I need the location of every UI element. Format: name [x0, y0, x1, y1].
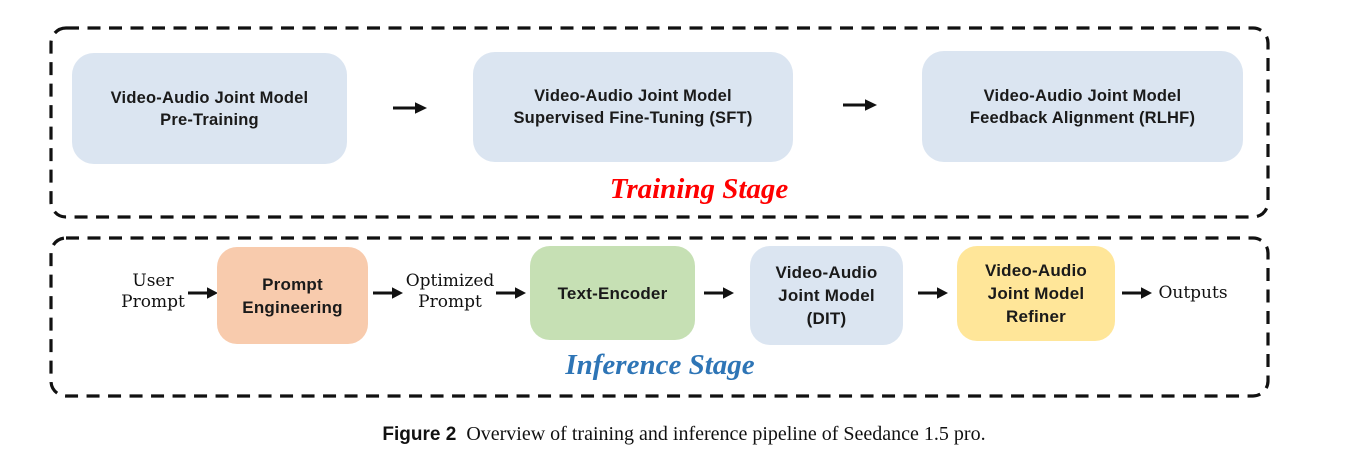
arrow-right-icon: [843, 99, 877, 111]
sft-box-label-line2: Supervised Fine-Tuning (SFT): [513, 109, 753, 127]
arrow-right-icon: [918, 287, 948, 299]
prompt-engineering-label-line2: Engineering: [242, 297, 343, 317]
figure-caption-text: Overview of training and inference pipel…: [466, 423, 986, 445]
joint-model-refiner-label-line1: Video-Audio: [985, 261, 1087, 280]
figure-caption: Figure 2 Overview of training and inferen…: [0, 423, 1368, 446]
arrow-right-icon: [188, 287, 218, 299]
arrow-right-icon: [496, 287, 526, 299]
joint-model-dit-label-line2: Joint Model: [778, 286, 875, 305]
user-prompt-line1: User: [132, 271, 174, 291]
rlhf-box-label-line2: Feedback Alignment (RLHF): [969, 108, 1196, 127]
training-stage-frame: [49, 26, 1270, 219]
outputs-label: Outputs: [1158, 283, 1228, 303]
pretraining-box-label-line1: Video-Audio Joint Model: [110, 88, 309, 107]
user-prompt-label: User Prompt: [113, 271, 193, 313]
text-encoder-box: Text-Encoder: [530, 246, 695, 340]
arrow-right-icon: [1122, 287, 1152, 299]
prompt-engineering-box: Prompt Engineering: [217, 247, 368, 344]
prompt-engineering-label-line1: Prompt: [262, 274, 323, 294]
joint-model-refiner-box: Video-Audio Joint Model Refiner: [957, 246, 1115, 341]
inference-stage-frame: [49, 236, 1270, 398]
optimized-prompt-line1: Optimized: [405, 271, 495, 291]
inference-stage-label: Inference Stage: [565, 349, 755, 381]
figure-caption-tag: Figure 2: [382, 424, 457, 445]
pretraining-box: Video-Audio Joint Model Pre-Training: [72, 53, 347, 164]
training-stage-label: Training Stage: [609, 173, 789, 205]
rlhf-box: Video-Audio Joint Model Feedback Alignme…: [922, 51, 1243, 162]
optimized-prompt-label: Optimized Prompt: [400, 271, 500, 313]
sft-box-label-line1: Video-Audio Joint Model: [534, 87, 732, 105]
rlhf-box-label-line1: Video-Audio Joint Model: [983, 86, 1182, 105]
sft-box: Video-Audio Joint Model Supervised Fine-…: [473, 52, 793, 162]
joint-model-dit-label-line3: (DIT): [806, 309, 847, 328]
arrow-right-icon: [704, 287, 734, 299]
joint-model-dit-label-line1: Video-Audio: [775, 263, 878, 282]
arrow-right-icon: [373, 287, 403, 299]
arrow-right-icon: [393, 102, 427, 114]
optimized-prompt-line2: Prompt: [418, 292, 482, 312]
text-encoder-label: Text-Encoder: [557, 283, 668, 303]
joint-model-refiner-label-line3: Refiner: [1006, 307, 1066, 326]
joint-model-dit-box: Video-Audio Joint Model (DIT): [750, 246, 903, 345]
joint-model-refiner-label-line2: Joint Model: [987, 284, 1085, 303]
pretraining-box-label-line2: Pre-Training: [160, 110, 259, 129]
user-prompt-line2: Prompt: [121, 292, 185, 312]
